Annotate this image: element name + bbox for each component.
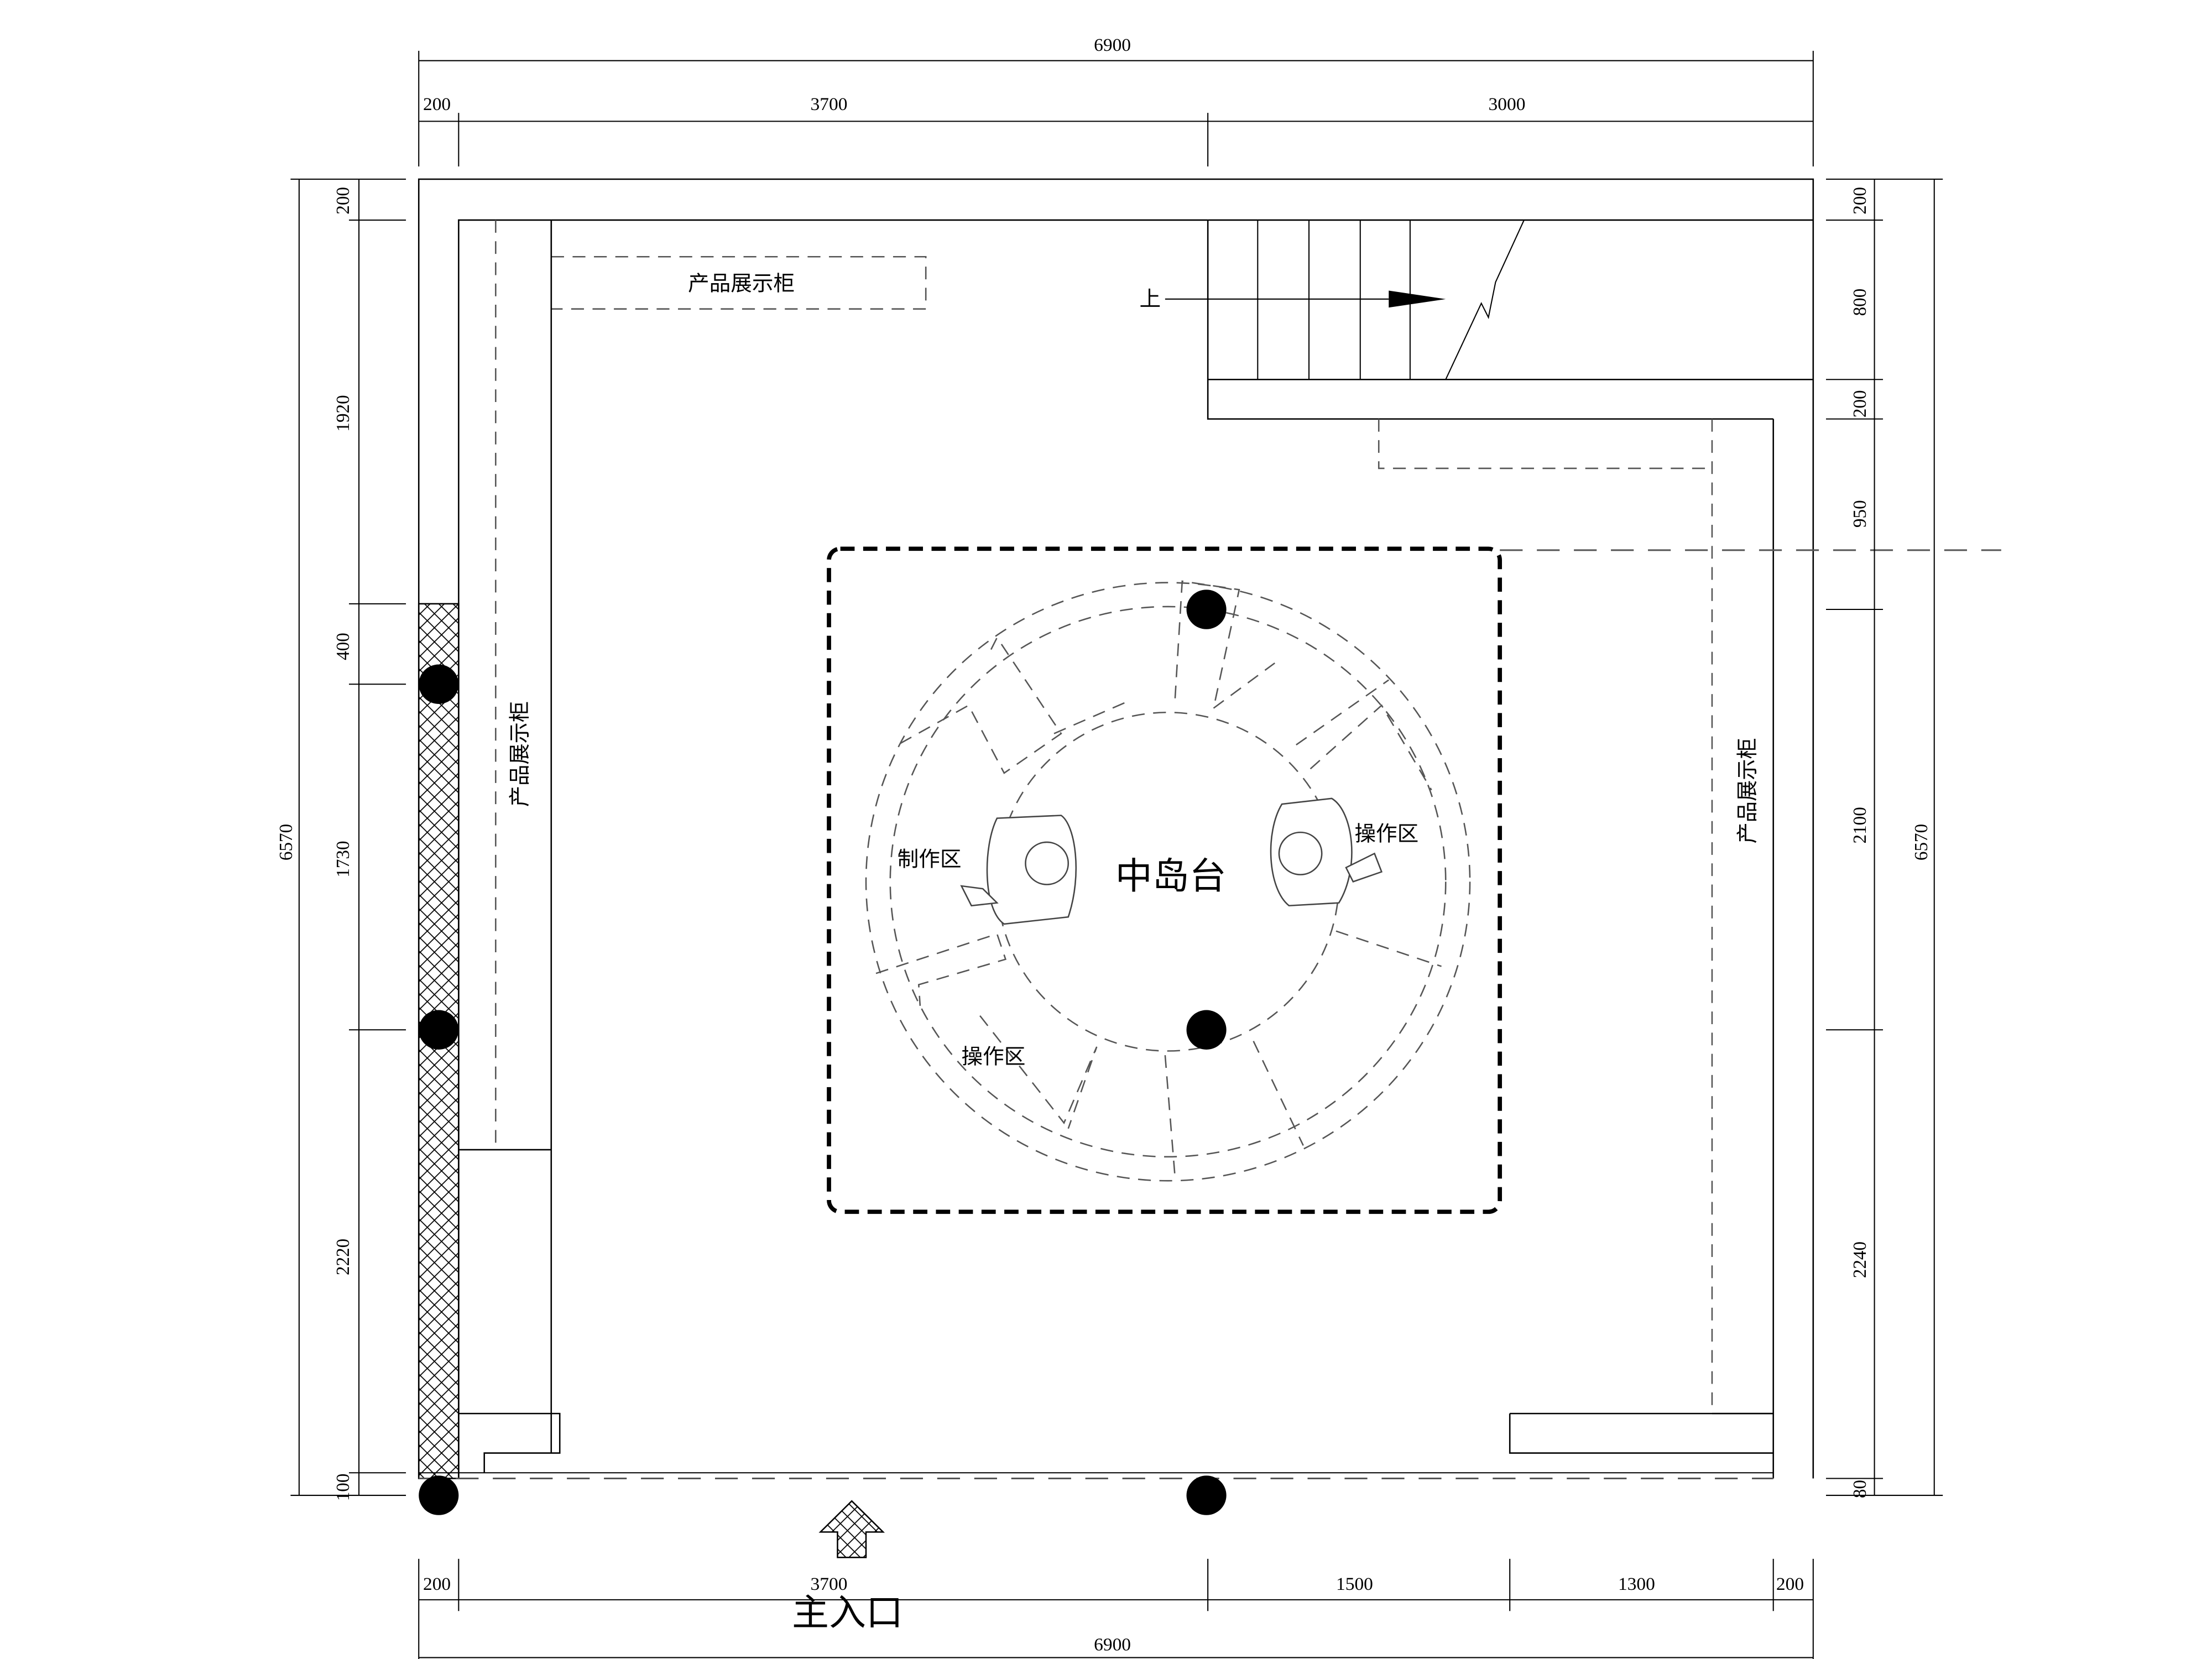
dim-right-2100: 2100 — [1850, 807, 1870, 843]
operation-zone-right-label: 操作区 — [1354, 823, 1418, 846]
column — [419, 1010, 459, 1050]
display-cabinet-left-label: 产品展示柜 — [509, 701, 532, 807]
dimensions-top: 6900 200 3700 3000 — [418, 35, 1814, 167]
operation-zone-bottom-label: 操作区 — [962, 1046, 1026, 1069]
dim-right-800: 800 — [1850, 289, 1870, 316]
dim-left-wall: 200 — [333, 187, 353, 215]
dim-bottom-wall-left: 200 — [423, 1574, 451, 1594]
dimensions-left: 6570 200 1920 400 1730 2220 100 — [276, 178, 406, 1501]
dim-top-wall: 200 — [423, 94, 451, 114]
dim-right-950: 950 — [1850, 500, 1870, 528]
stair-arrow-icon — [1389, 290, 1446, 308]
entrance-arrow-icon — [818, 1500, 885, 1558]
dim-bottom-mid: 1500 — [1336, 1574, 1373, 1594]
display-cabinet-right — [1378, 419, 1773, 1454]
dim-left-1920: 1920 — [333, 395, 353, 431]
display-cabinet-left — [458, 220, 561, 1473]
walls — [418, 178, 1814, 1479]
person-figure-right — [1270, 797, 1383, 907]
seat-segments — [875, 580, 1442, 1178]
display-cabinet-top — [550, 220, 927, 310]
dim-top-left: 3700 — [811, 94, 848, 114]
stair-up-label: 上 — [1140, 288, 1161, 311]
dim-bottom-total: 6900 — [1094, 1635, 1131, 1655]
column — [1186, 1010, 1227, 1050]
display-cabinet-top-label: 产品展示柜 — [688, 273, 795, 296]
column — [1186, 589, 1227, 629]
column — [1186, 1475, 1227, 1515]
dim-right-wall: 200 — [1850, 187, 1870, 215]
main-entrance: 主入口 — [792, 1500, 903, 1634]
dim-right-total: 6570 — [1911, 824, 1932, 860]
dim-right-2240: 2240 — [1850, 1241, 1870, 1278]
dim-right-200: 200 — [1850, 390, 1870, 418]
dimensions-right: 200 800 200 950 2100 2240 80 6570 — [1825, 178, 1943, 1498]
production-zone-label: 制作区 — [898, 848, 962, 871]
dim-bottom-right: 1300 — [1618, 1574, 1655, 1594]
person-figure-left — [960, 815, 1077, 925]
dim-top-right: 3000 — [1489, 94, 1526, 114]
staircase: 上 — [1140, 220, 1525, 380]
column — [419, 664, 459, 704]
dim-left-400: 400 — [333, 633, 353, 660]
dimensions-bottom: 200 3700 1500 1300 200 6900 — [418, 1558, 1814, 1659]
dim-right-80: 80 — [1850, 1480, 1870, 1498]
island-boundary — [827, 546, 1503, 1214]
column — [419, 1475, 459, 1515]
columns — [419, 589, 1227, 1515]
dim-left-2220: 2220 — [333, 1239, 353, 1275]
dim-bottom-left: 3700 — [811, 1574, 848, 1594]
island-area: 中岛台 制作区 操作区 操作区 — [827, 546, 2001, 1214]
dim-left-total: 6570 — [276, 824, 296, 860]
display-cabinet-right-label: 产品展示柜 — [1736, 738, 1760, 843]
dim-bottom-wall-right: 200 — [1776, 1574, 1804, 1594]
dim-left-100: 100 — [333, 1474, 353, 1501]
island-label: 中岛台 — [1115, 857, 1227, 897]
dim-left-1730: 1730 — [333, 841, 353, 877]
dim-top-total: 6900 — [1094, 35, 1131, 55]
